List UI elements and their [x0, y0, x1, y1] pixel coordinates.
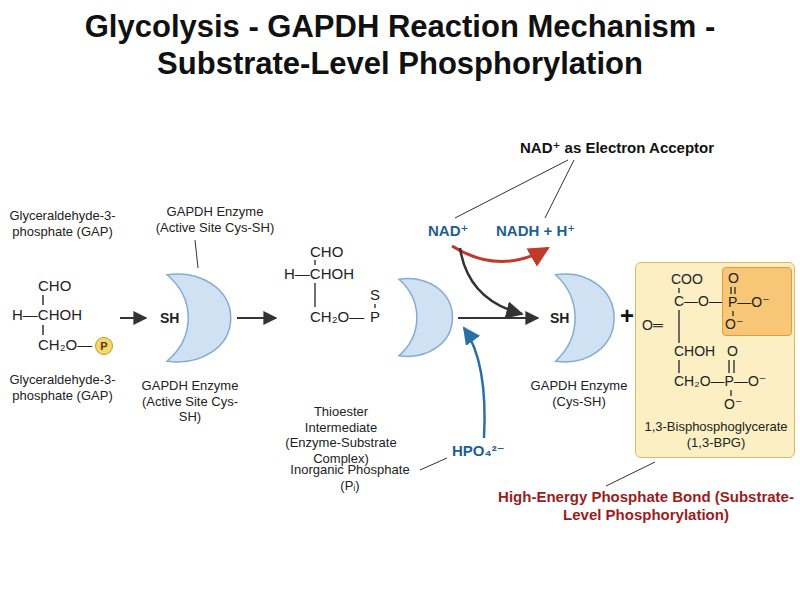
leader-line — [420, 458, 447, 470]
formula-group: H—CHOH — [284, 265, 354, 282]
enzyme-label: GAPDH Enzyme (Active Site Cys-SH) — [138, 378, 242, 425]
phosphate-arrow — [464, 328, 485, 438]
bond-line — [42, 325, 44, 335]
leader-line — [195, 240, 198, 268]
formula-group: P—O⁻ — [728, 294, 770, 311]
enzyme-label: GAPDH Enzyme (Active Site Cys-SH) — [150, 204, 280, 235]
cofactor-heading: NAD⁺ as Electron Acceptor — [520, 139, 714, 157]
phosphate-highlight: O P—O⁻ O⁻ — [722, 267, 792, 336]
formula-group: CH₂O—P—O⁻ — [674, 373, 766, 390]
oxygen-atom: O⁻ — [725, 316, 743, 333]
enzyme-outline — [278, 238, 456, 398]
molecule-name: 1,3-Bisphosphoglycerate (1,3-BPG) — [640, 419, 792, 450]
oxygen-atom: O⁻ — [724, 396, 742, 413]
enzyme-label: GAPDH Enzyme (Cys-SH) — [530, 378, 628, 409]
bond-line — [733, 360, 734, 373]
bond-line — [678, 360, 679, 373]
redox-arrow — [452, 246, 548, 262]
formula-group: CH₂O— — [38, 336, 92, 353]
thiol-group: SH — [160, 310, 179, 327]
enzyme-body — [399, 279, 452, 357]
bond-lines — [278, 238, 456, 398]
formula-group: H—CHOH — [12, 306, 82, 323]
bond-line — [42, 295, 44, 305]
leader-line — [545, 160, 574, 218]
formula-group: CHO — [38, 277, 71, 294]
connector-arrow — [237, 317, 276, 319]
bond-line — [728, 360, 729, 373]
cofactor-arrow — [460, 248, 522, 314]
cofactor-name: NAD⁺ — [428, 222, 468, 240]
formula-group: C—O— — [674, 293, 723, 310]
bond-line — [678, 310, 679, 343]
bond-line — [314, 283, 315, 307]
phosphate-label: Inorganic Phosphate (Pᵢ) — [282, 462, 418, 493]
molecule-name: Glyceraldehyde-3-phosphate (GAP) — [5, 208, 120, 239]
enzyme-substrate-complex: CHO H—CHOH CH₂O— SP — [278, 238, 456, 398]
bond-line — [734, 287, 735, 294]
bond-line — [730, 287, 731, 294]
leader-line — [606, 462, 655, 486]
cofactor-name: NADH + H⁺ — [496, 222, 575, 240]
phosphate-circle: P — [95, 337, 113, 355]
oxygen-atom: O — [727, 343, 738, 360]
bond-note: High-Energy Phosphate Bond (Substrate-Le… — [498, 488, 794, 524]
formula-group: CHOH — [674, 343, 715, 360]
enzyme-shape: SH — [150, 270, 235, 366]
leader-line — [455, 160, 568, 218]
bond-line — [730, 390, 731, 396]
intermediate-label: Thioester Intermediate (Enzyme-Substrate… — [282, 404, 400, 466]
diagram-title: Glycolysis - GAPDH Reaction Mechanism - … — [50, 8, 750, 82]
product-box: COO C—O— O═ CHOH O CH₂O—P—O⁻ O⁻ 1,3-Bisphosphog… — [635, 262, 795, 458]
formula-group: CHO — [310, 243, 343, 260]
molecule-name: Glyceraldehyde-3-phosphate (GAP) — [5, 372, 120, 403]
plus-sign: + — [620, 302, 634, 331]
oxygen-atom: O — [728, 270, 739, 287]
formula-group: COO — [671, 271, 703, 288]
bond-line — [374, 304, 375, 308]
connector-arrow — [458, 317, 538, 319]
formula-group: CH₂O— — [310, 308, 364, 325]
thiol-group: SH — [550, 310, 569, 327]
phosphorus-atom: P — [370, 308, 380, 325]
phosphate-formula: HPO₄²⁻ — [452, 442, 505, 460]
reaction-arrow — [120, 317, 146, 319]
bond-line — [732, 311, 733, 316]
bond-line — [314, 260, 315, 265]
enzyme-shape: SH — [540, 270, 618, 366]
sulfur-atom: S — [370, 286, 380, 303]
formula-group: O═ — [642, 317, 663, 334]
bond-line — [678, 288, 679, 293]
